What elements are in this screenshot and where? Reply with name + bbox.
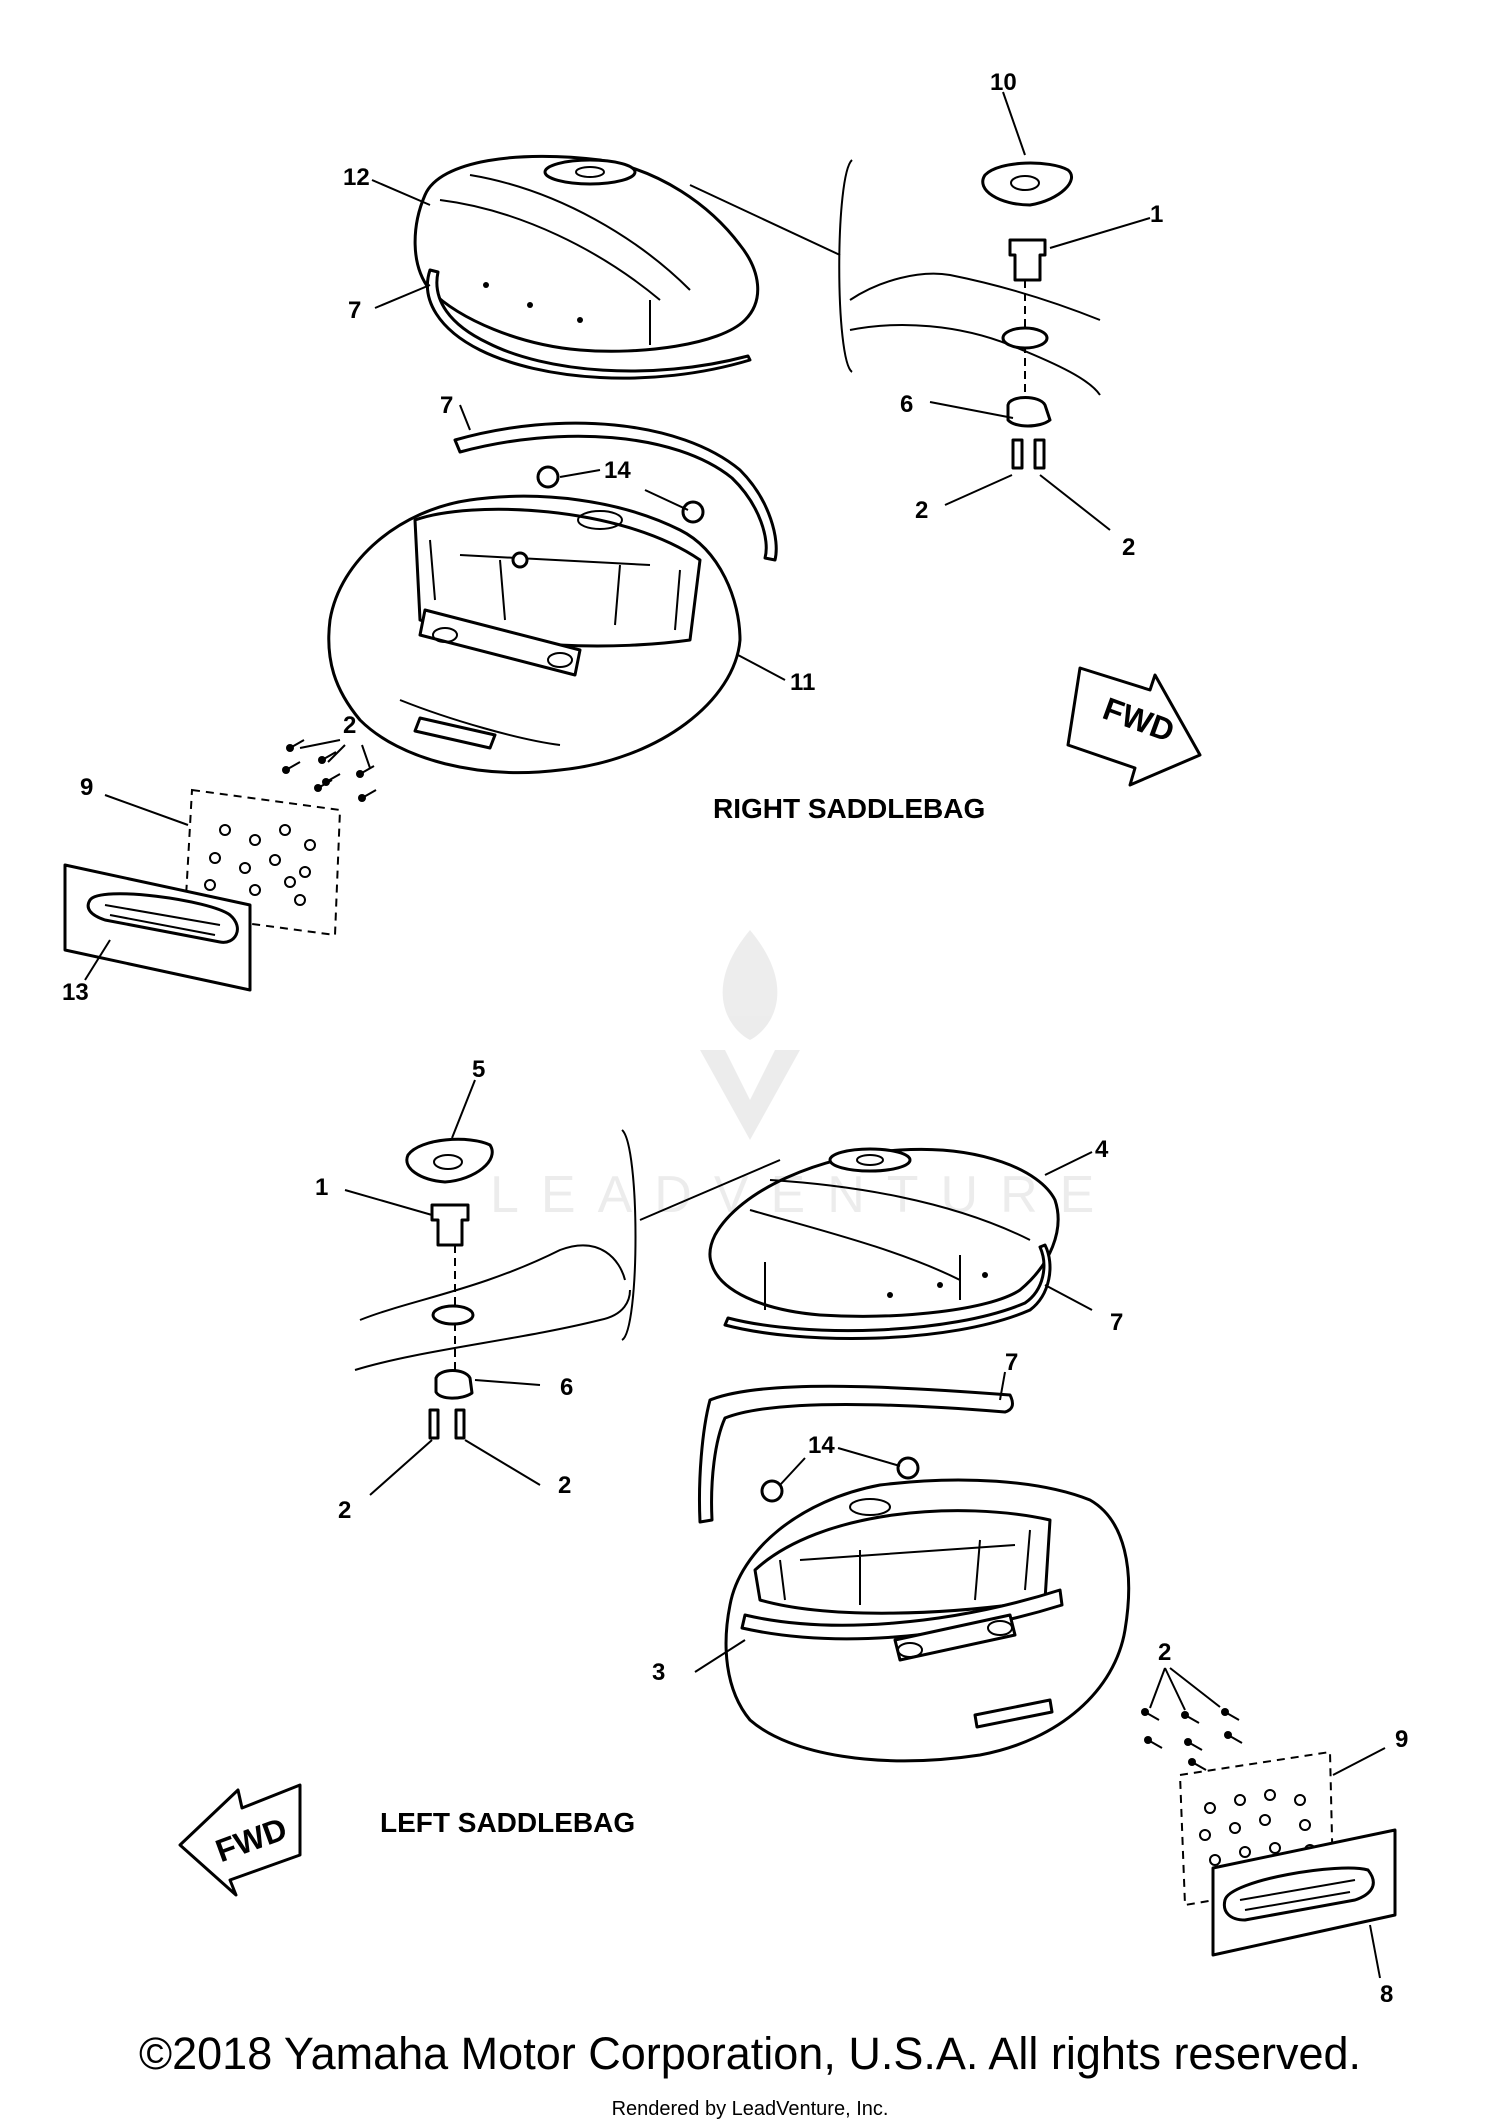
callout-left-1: 1 xyxy=(315,1174,328,1201)
left-saddlebag-caption: LEFT SADDLEBAG xyxy=(380,1807,635,1838)
left-lid-seal xyxy=(723,1243,1052,1340)
callout-right-2b: 2 xyxy=(1122,534,1135,561)
left-screws xyxy=(1141,1708,1243,1771)
right-lock-1 xyxy=(1008,238,1047,282)
callout-right-7b: 7 xyxy=(440,392,453,419)
fwd-arrow-left-icon: FWD xyxy=(178,1783,302,1897)
copyright-notice: ©2018 Yamaha Motor Corporation, U.S.A. A… xyxy=(138,2028,1362,2079)
callout-labels: 10 1 12 7 7 6 14 2 2 11 2 9 13 5 1 4 7 7… xyxy=(62,69,1408,2008)
callout-right-6: 6 xyxy=(900,391,913,418)
callout-right-2c: 2 xyxy=(343,712,356,739)
right-screws xyxy=(282,739,377,802)
callout-left-2c: 2 xyxy=(1158,1639,1171,1666)
callout-left-5: 5 xyxy=(472,1056,485,1083)
callout-left-8: 8 xyxy=(1380,1981,1393,2008)
left-body-seal xyxy=(697,1384,1014,1524)
right-plate-6 xyxy=(1006,396,1052,428)
callout-left-7b: 7 xyxy=(1005,1349,1018,1376)
callout-left-2a: 2 xyxy=(558,1472,571,1499)
callout-right-13: 13 xyxy=(62,979,89,1006)
right-decal-sheet-9 xyxy=(183,788,342,937)
callout-right-11: 11 xyxy=(790,669,815,696)
callout-left-14: 14 xyxy=(808,1432,835,1459)
left-plate-6 xyxy=(434,1369,474,1400)
callout-right-2a: 2 xyxy=(915,497,928,524)
callout-left-3: 3 xyxy=(652,1659,665,1686)
watermark-text: LEADVENTURE xyxy=(490,1166,1117,1224)
callout-right-1: 1 xyxy=(1150,201,1163,228)
callout-left-9: 9 xyxy=(1395,1726,1408,1753)
right-saddlebag-group: FWD xyxy=(63,154,1202,992)
right-decal-dots xyxy=(204,824,316,906)
left-decal-sheet-9 xyxy=(1178,1750,1335,1907)
right-cap-10 xyxy=(981,161,1073,207)
right-body-seal xyxy=(453,421,778,562)
callout-right-9: 9 xyxy=(80,774,93,801)
callout-left-6: 6 xyxy=(560,1374,573,1401)
right-saddlebag-caption: RIGHT SADDLEBAG xyxy=(713,793,985,824)
rendered-by-notice: Rendered by LeadVenture, Inc. xyxy=(611,2098,889,2120)
fwd-arrow-right-icon: FWD xyxy=(1066,666,1202,787)
left-cap-5 xyxy=(405,1137,494,1184)
right-saddlebag-lid xyxy=(413,154,760,353)
callout-right-10: 10 xyxy=(990,69,1017,96)
callout-right-12: 12 xyxy=(343,164,370,191)
watermark-logo xyxy=(700,930,800,1140)
callout-right-14: 14 xyxy=(604,457,631,484)
callout-right-7a: 7 xyxy=(348,297,361,324)
callout-left-2b: 2 xyxy=(338,1497,351,1524)
right-lid-seal xyxy=(425,268,752,380)
callout-left-7a: 7 xyxy=(1110,1309,1123,1336)
left-decal-dots xyxy=(1199,1789,1316,1866)
leader-lines xyxy=(84,91,1386,1979)
left-lock-1 xyxy=(430,1203,470,1247)
callout-left-4: 4 xyxy=(1095,1136,1109,1163)
left-saddlebag-group: FWD xyxy=(178,1129,1397,1957)
